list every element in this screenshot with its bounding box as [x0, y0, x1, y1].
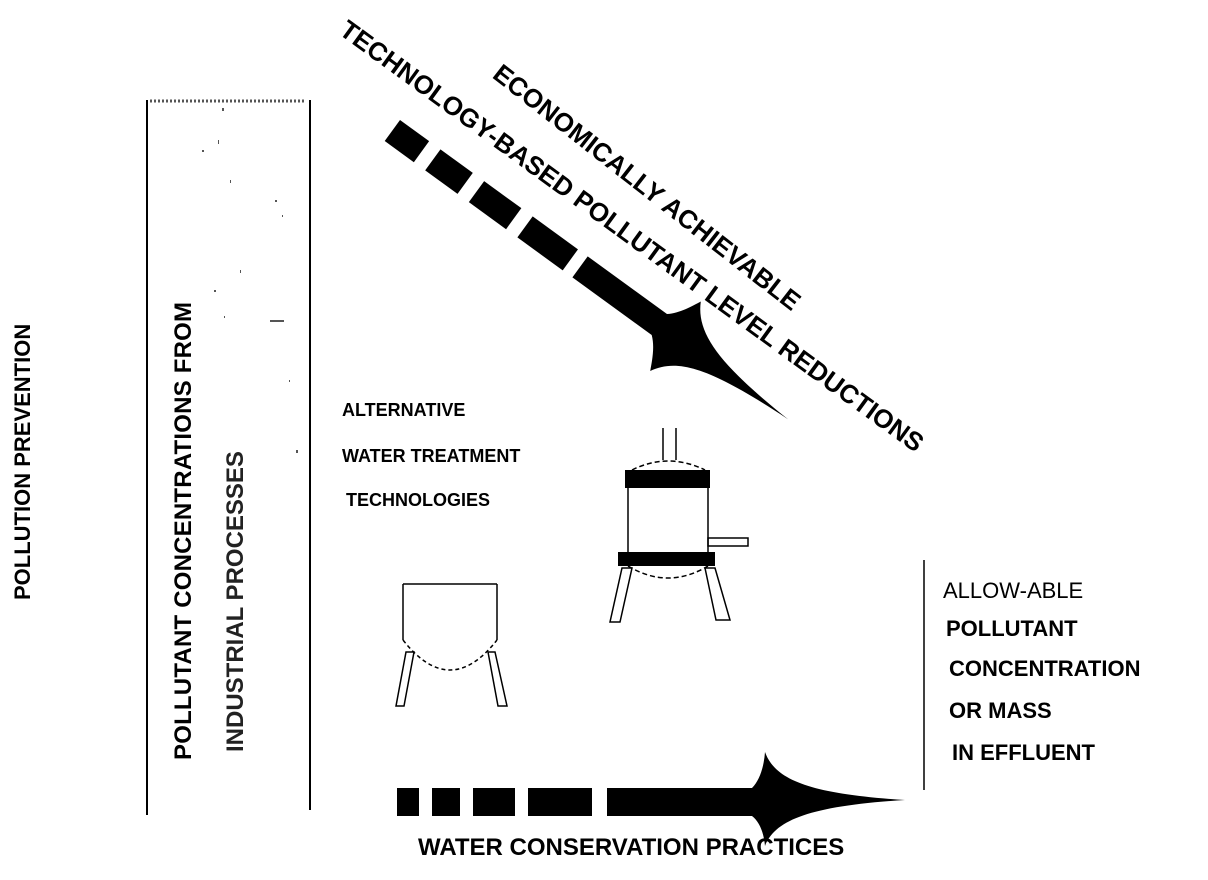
diag-dash-1: [384, 120, 430, 163]
diag-dash-4: [517, 216, 578, 271]
h-arrow-head: [607, 752, 905, 846]
alternative-technologies-line3: TECHNOLOGIES: [346, 490, 491, 510]
h-dash-3: [473, 788, 515, 816]
diag-dash-3: [468, 181, 522, 230]
box-speckle: [202, 108, 298, 453]
diag-arrow-head: [572, 256, 789, 420]
alternative-technologies-line1: ALTERNATIVE: [342, 400, 466, 420]
water-conservation-label: WATER CONSERVATION PRACTICES: [418, 834, 845, 861]
h-dash-2: [432, 788, 460, 816]
allowable-line4: OR MASS: [949, 698, 1052, 723]
horizontal-arrow: [397, 752, 905, 846]
h-dash-1: [397, 788, 419, 816]
diagonal-arrow: [384, 120, 789, 420]
allowable-line1: ALLOW-ABLE: [943, 578, 1084, 603]
allowable-line3: CONCENTRATION: [949, 656, 1141, 681]
allowable-line5: IN EFFLUENT: [952, 740, 1095, 765]
settling-tank-icon: [395, 583, 508, 707]
allowable-line2: POLLUTANT: [946, 616, 1078, 641]
filter-vessel-icon: [609, 428, 749, 623]
alternative-technologies-line2: WATER TREATMENT: [342, 446, 521, 466]
h-dash-4: [528, 788, 592, 816]
diag-dash-2: [425, 149, 473, 194]
